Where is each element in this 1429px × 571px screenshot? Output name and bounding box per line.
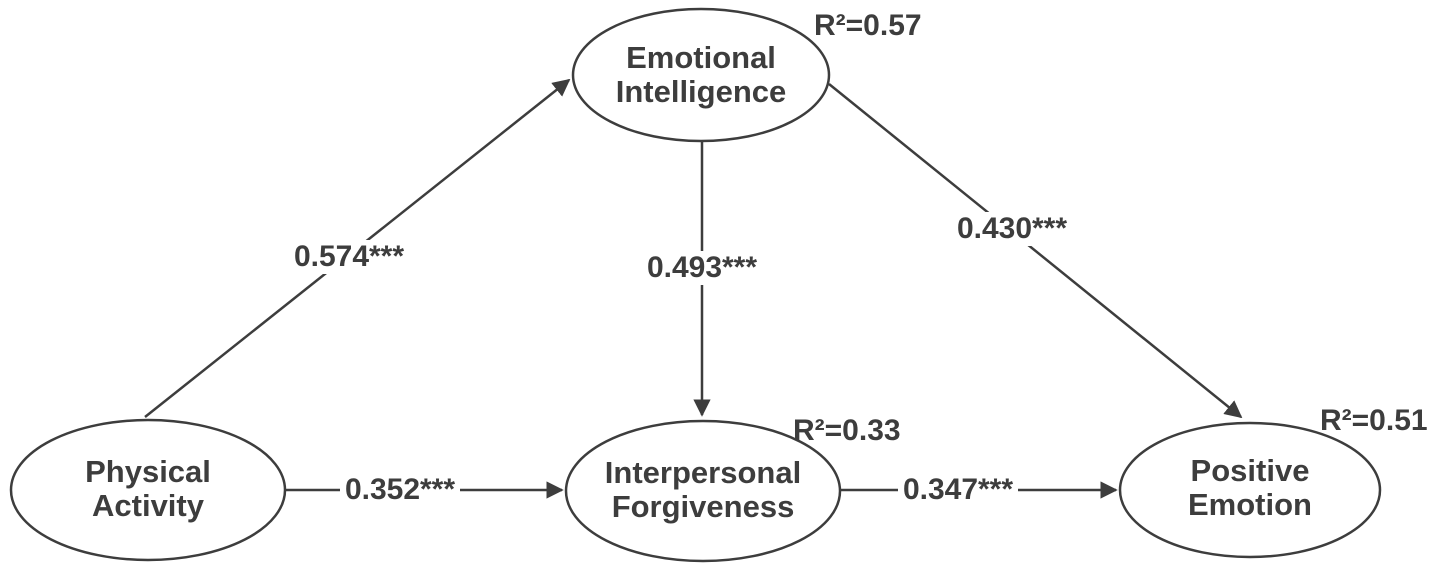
node-label-emotional-intelligence-line1: Emotional — [626, 40, 776, 75]
coefficient-label-background — [898, 473, 1018, 507]
node-ellipse-physical-activity — [9, 418, 287, 562]
node-label-interpersonal-forgiveness-line1: Interpersonal — [605, 455, 801, 490]
coefficient-label-background — [289, 240, 409, 274]
coefficient-label-if-pe: 0.347*** — [903, 473, 1013, 506]
coefficient-label-ei-if: 0.493*** — [647, 251, 757, 284]
node-label-positive-emotion-line2: Emotion — [1188, 487, 1312, 522]
path-arrow-emotional-intelligence-to-positive-emotion — [828, 83, 1243, 419]
coefficient-label-background — [642, 251, 762, 285]
coefficient-label-pa-if: 0.352*** — [345, 473, 455, 506]
r2-label-emotional-intelligence: R²=0.57 — [814, 9, 922, 42]
r2-label-positive-emotion: R²=0.51 — [1320, 404, 1428, 437]
node-ellipse-interpersonal-forgiveness — [564, 419, 842, 563]
node-label-interpersonal-forgiveness-line2: Forgiveness — [612, 489, 795, 524]
node-ellipse-positive-emotion — [1118, 421, 1382, 559]
node-label-positive-emotion-line1: Positive — [1191, 453, 1310, 488]
node-ellipse-emotional-intelligence — [571, 7, 831, 143]
r2-label-interpersonal-forgiveness: R²=0.33 — [793, 414, 901, 447]
coefficient-label-background — [340, 473, 460, 507]
node-label-physical-activity-line1: Physical — [85, 454, 211, 489]
node-label-emotional-intelligence-line2: Intelligence — [616, 74, 787, 109]
node-label-physical-activity-line2: Activity — [92, 488, 205, 523]
coefficient-label-ei-pe: 0.430*** — [957, 212, 1067, 245]
coefficient-label-pa-ei: 0.574*** — [294, 240, 404, 273]
coefficient-label-background — [952, 212, 1072, 246]
